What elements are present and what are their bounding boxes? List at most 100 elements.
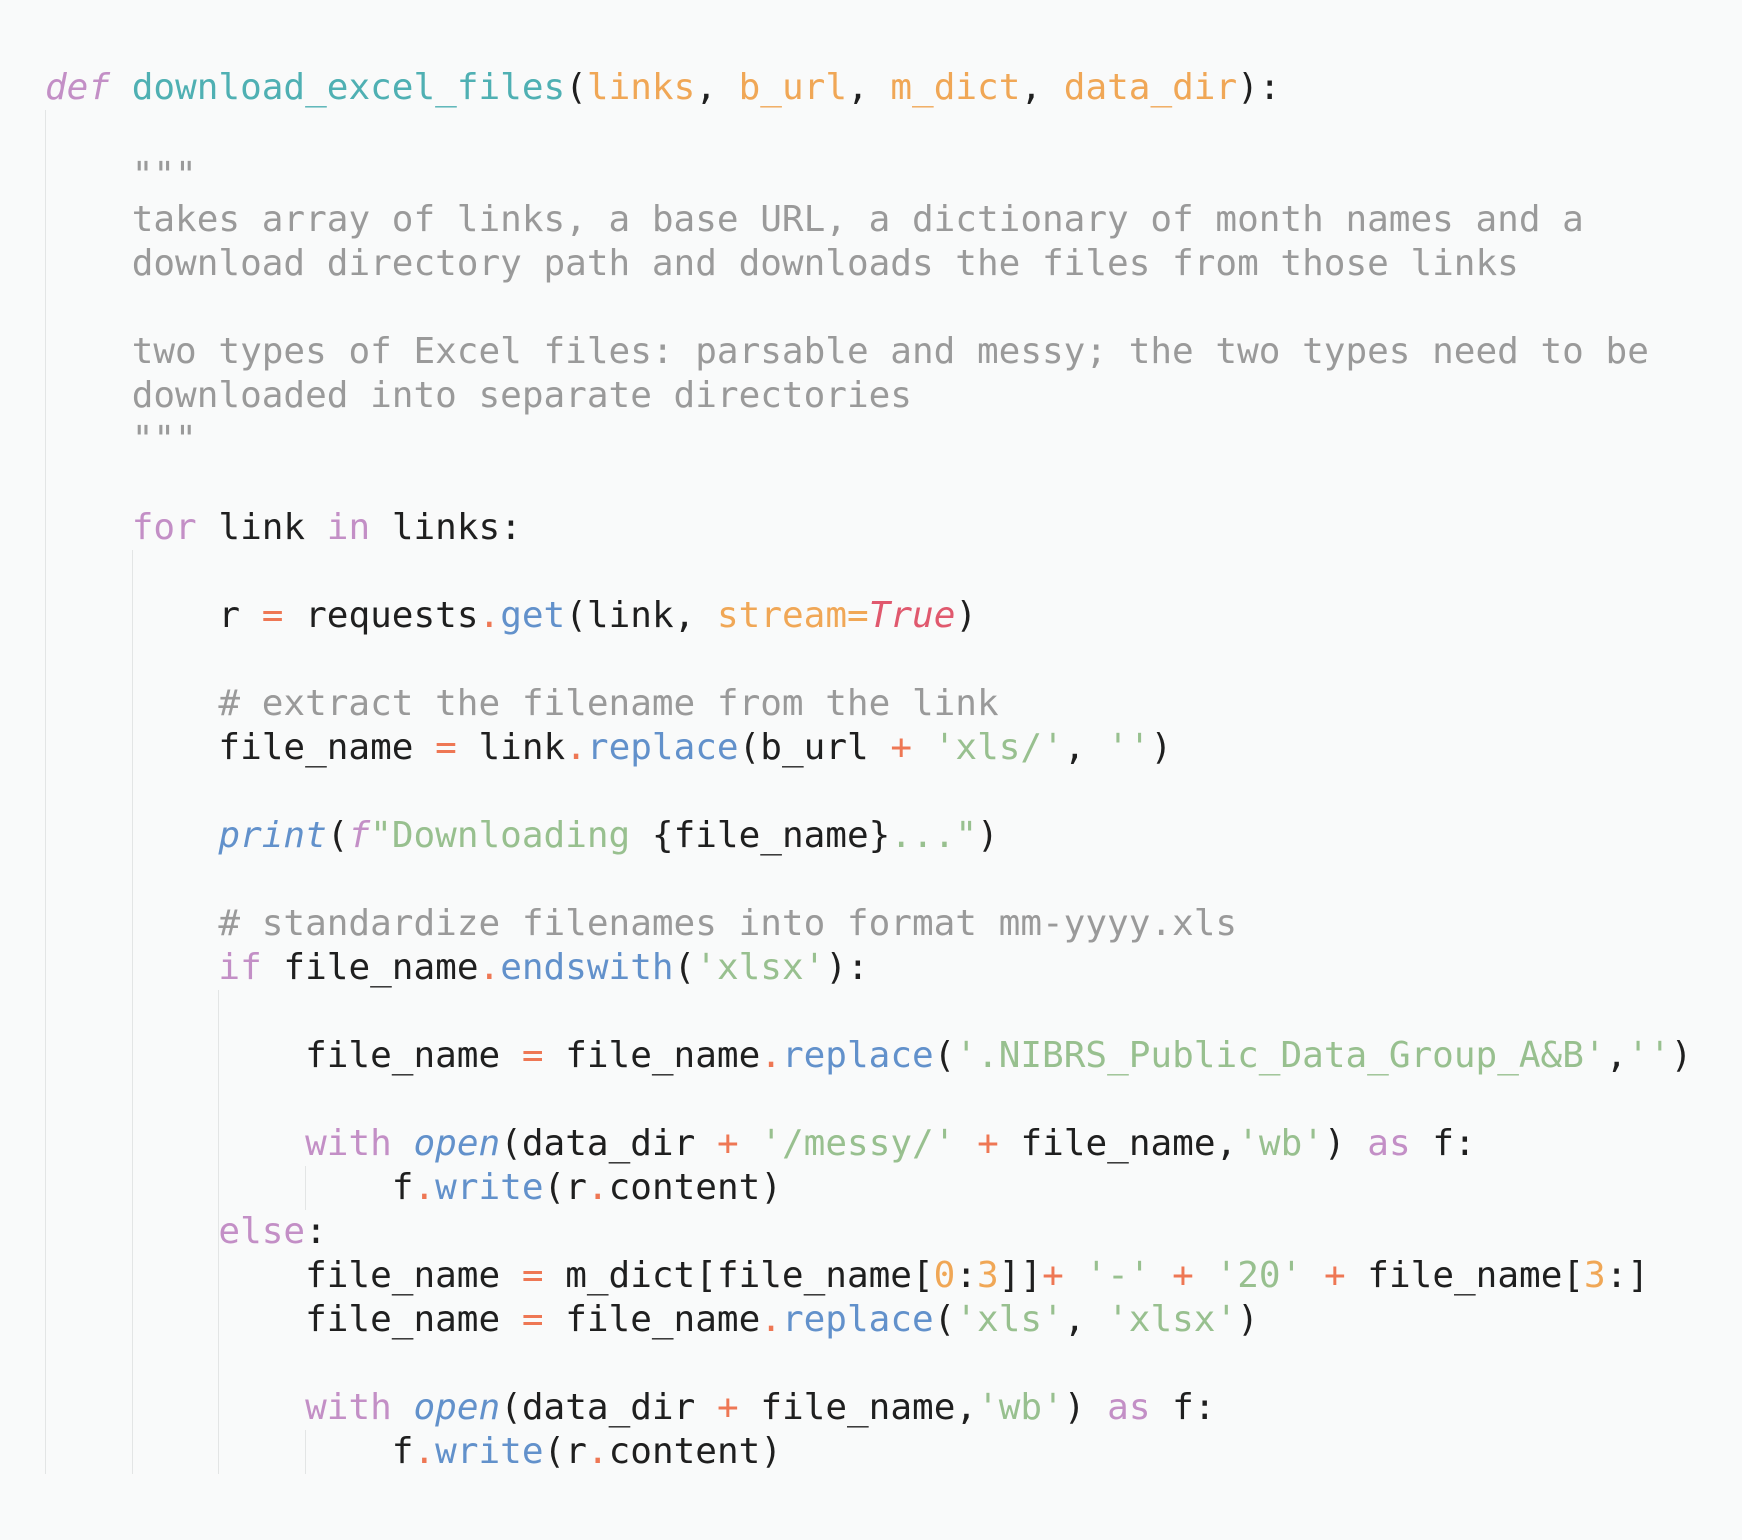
code-token: '-' [1085,1255,1151,1296]
code-token [1302,1255,1324,1296]
code-token: two types of Excel files: parsable and m… [131,331,1649,372]
code-token: file_name [45,1255,522,1296]
code-token: ): [1237,67,1281,108]
code-token: content [608,1167,761,1208]
code-token: requests [283,595,479,636]
code-token: replace [781,1035,934,1076]
code-token: 'wb' [1237,1123,1324,1164]
code-token: 3 [1584,1255,1606,1296]
code-token: . [478,947,501,988]
code-line: else: [45,1210,1692,1254]
code-token: # extract the filename from the link [218,683,999,724]
code-token: takes array of links, a base URL, a dict… [131,199,1584,240]
code-token [912,727,934,768]
code-token [392,1123,414,1164]
code-token [45,1123,305,1164]
code-token: """ [131,419,197,460]
code-token [45,507,132,548]
code-token: file_name [738,1387,956,1428]
code-line [45,1078,1692,1122]
code-token: ) [1323,1123,1368,1164]
code-line: download directory path and downloads th… [45,242,1692,286]
code-token: ) [1063,1387,1108,1428]
code-line [45,286,1692,330]
code-line: with open(data_dir + '/messy/' + file_na… [45,1122,1692,1166]
code-line: def download_excel_files(links, b_url, m… [45,66,1692,110]
code-token: . [413,1431,436,1472]
code-line: """ [45,154,1692,198]
code-token: r [565,1167,587,1208]
code-token: if [218,947,262,988]
code-token: . [478,595,501,636]
code-token: def [45,67,111,108]
code-token: ) [955,595,978,636]
code-token: 'xls' [955,1299,1064,1340]
code-token: . [760,1299,782,1340]
code-token: print [218,815,327,856]
code-token: b_url [760,727,891,768]
code-line: f.write(r.content) [45,1166,1692,1210]
code-token: + [890,727,913,768]
code-token: ) [1237,1299,1259,1340]
code-token: b_url [738,67,847,108]
code-line [45,1342,1692,1386]
code-token: ..." [890,815,978,856]
code-line: for link in links: [45,506,1692,550]
code-token [45,375,132,416]
code-line: # extract the filename from the link [45,682,1692,726]
code-token [392,1387,414,1428]
code-line: # standardize filenames into format mm-y… [45,902,1692,946]
code-line: file_name = file_name.replace('xls', 'xl… [45,1298,1692,1342]
code-token: data_dir [521,1387,717,1428]
code-token: link [196,507,327,548]
code-line: file_name = m_dict[file_name[0:3]]+ '-' … [45,1254,1692,1298]
code-token: + [1172,1255,1194,1296]
code-token: . [565,727,587,768]
code-token: file_name [45,1299,522,1340]
code-token: content [608,1431,761,1472]
code-token: m_dict[file_name[ [543,1255,934,1296]
code-line: """ [45,418,1692,462]
code-line [45,110,1692,154]
code-token: ) [760,1167,782,1208]
code-token: "Downloading [370,815,652,856]
code-token: download directory path and downloads th… [131,243,1519,284]
code-token [110,67,132,108]
code-token [1194,1255,1216,1296]
code-token: m_dict [890,67,1021,108]
code-token: , [1215,1123,1238,1164]
code-token: file_name [543,1035,761,1076]
code-token: link, [586,595,717,636]
code-token: + [977,1123,999,1164]
code-token: file_name [998,1123,1216,1164]
code-token: , [847,67,891,108]
code-token [45,331,132,372]
code-token: write [435,1167,544,1208]
code-token: , [1605,1035,1628,1076]
code-token: open [413,1387,501,1428]
code-token: 'wb' [977,1387,1064,1428]
code-token [1064,1255,1086,1296]
code-line: f.write(r.content) [45,1430,1692,1474]
code-token: replace [586,727,739,768]
code-token: links: [370,507,522,548]
code-line: two types of Excel files: parsable and m… [45,330,1692,374]
code-token: # standardize filenames into format mm-y… [218,903,1238,944]
code-token: ): [825,947,869,988]
code-line: with open(data_dir + file_name,'wb') as … [45,1386,1692,1430]
code-token: {file_name} [651,815,891,856]
code-token: stream= [716,595,869,636]
code-token: , [695,67,739,108]
code-line [45,462,1692,506]
code-line: file_name = file_name.replace('.NIBRS_Pu… [45,1034,1692,1078]
code-line [45,550,1692,594]
indent-guide [218,990,219,1474]
code-token [45,419,132,460]
code-token: replace [781,1299,934,1340]
code-token: file_name [543,1299,761,1340]
code-token: f [45,1167,414,1208]
code-token: as [1367,1123,1411,1164]
code-token: '20' [1215,1255,1303,1296]
code-token: write [435,1431,544,1472]
